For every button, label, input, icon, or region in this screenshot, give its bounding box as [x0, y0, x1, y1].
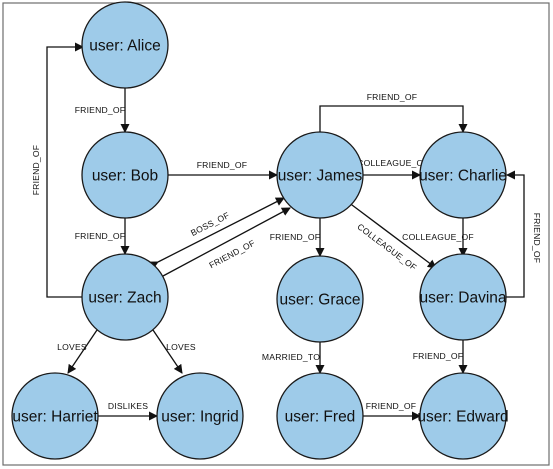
edge-label-bob-zach: FRIEND_OF: [75, 231, 126, 241]
node-label-bob: user: Bob: [92, 168, 158, 185]
node-ingrid[interactable]: user: Ingrid: [156, 372, 244, 460]
node-grace[interactable]: user: Grace: [276, 255, 364, 343]
node-james[interactable]: user: James: [276, 131, 364, 219]
edge-james-charlie-friend: [315, 105, 468, 140]
edge-label-zach-james-boss: BOSS_OF: [189, 210, 231, 238]
node-edward[interactable]: user: Edward: [417, 372, 509, 460]
edge-label-zach-ingrid: LOVES: [166, 342, 196, 352]
edge-label-zach-james-friend: FRIEND_OF: [207, 238, 256, 271]
edge-label-charlie-davina-friend: FRIEND_OF: [532, 213, 542, 264]
edge-zach-alice: [46, 42, 84, 298]
edge-label-davina-edward: FRIEND_OF: [413, 351, 464, 361]
node-davina[interactable]: user: Davina: [419, 253, 507, 341]
edge-zach-ingrid: [144, 320, 183, 374]
edge-label-charlie-davina-colleague: COLLEAGUE_OF: [402, 232, 474, 242]
node-label-zach: user: Zach: [88, 290, 161, 307]
node-bob[interactable]: user: Bob: [81, 131, 169, 219]
edge-label-zach-harriet: LOVES: [57, 342, 87, 352]
node-label-fred: user: Fred: [285, 409, 356, 426]
edge-label-bob-alice: FRIEND_OF: [75, 105, 126, 115]
node-label-james: user: James: [278, 168, 363, 185]
edge-zach-james-friend: [153, 207, 291, 284]
node-label-alice: user: Alice: [89, 38, 161, 55]
node-label-grace: user: Grace: [280, 292, 361, 309]
edge-label-james-davina: COLLEAGUE_OF: [355, 221, 418, 272]
node-harriet[interactable]: user: Harriet: [11, 372, 99, 460]
node-label-ingrid: user: Ingrid: [161, 409, 239, 426]
node-alice[interactable]: user: Alice: [81, 1, 169, 89]
edge-charlie-davina-friend: [506, 170, 525, 298]
node-label-davina: user: Davina: [419, 290, 506, 307]
node-label-edward: user: Edward: [417, 409, 508, 426]
edge-zach-james-boss: [148, 197, 285, 270]
edge-label-fred-edward: FRIEND_OF: [366, 401, 417, 411]
node-charlie[interactable]: user: Charlie: [419, 131, 507, 219]
edge-label-james-grace: FRIEND_OF: [270, 232, 321, 242]
edge-james-davina: [342, 196, 437, 269]
edge-label-bob-james: FRIEND_OF: [197, 160, 248, 170]
node-label-harriet: user: Harriet: [12, 409, 98, 426]
edge-zach-harriet: [67, 320, 106, 374]
node-zach[interactable]: user: Zach: [81, 253, 169, 341]
edge-label-grace-fred: MARRIED_TO: [262, 352, 320, 362]
edge-label-harriet-ingrid: DISLIKES: [108, 401, 148, 411]
edge-label-zach-alice: FRIEND_OF: [31, 145, 41, 196]
edge-label-james-charlie-colleague: COLLEAGUE_OF: [357, 158, 429, 168]
node-fred[interactable]: user: Fred: [276, 372, 364, 460]
edge-label-james-charlie-friend: FRIEND_OF: [367, 92, 418, 102]
node-label-charlie: user: Charlie: [419, 168, 507, 185]
